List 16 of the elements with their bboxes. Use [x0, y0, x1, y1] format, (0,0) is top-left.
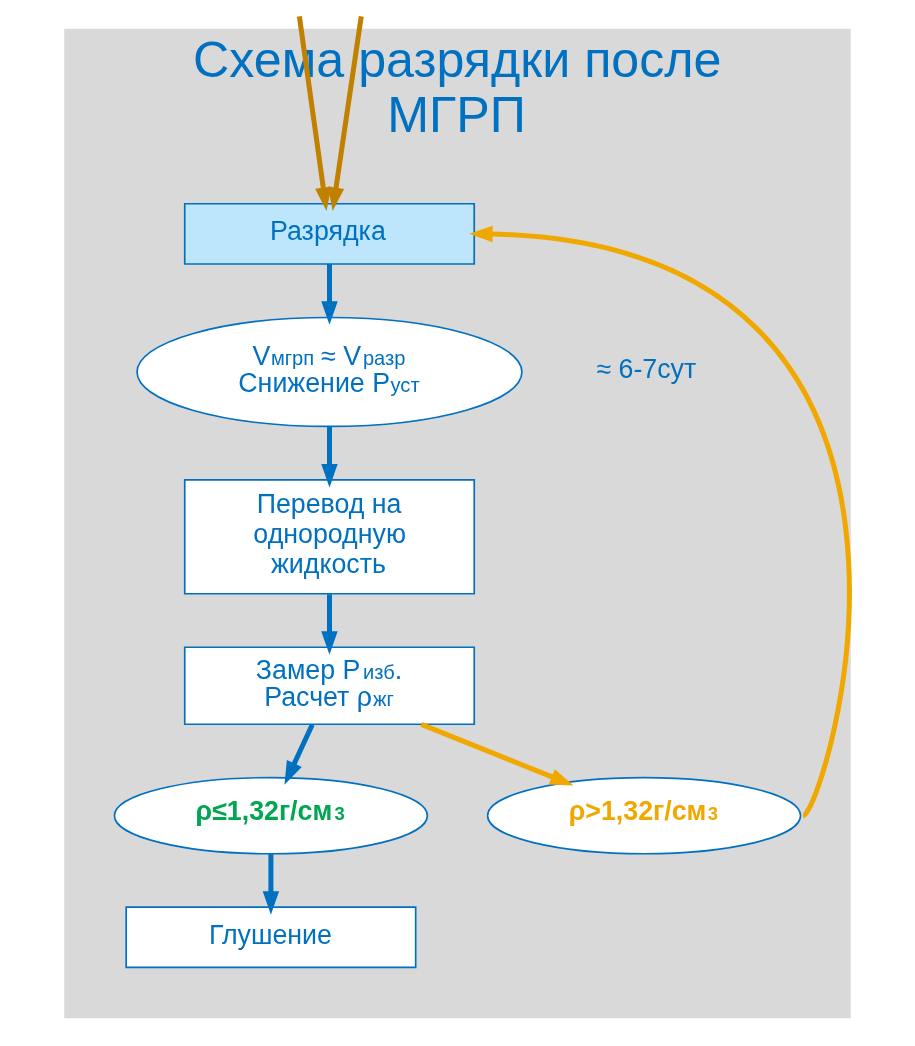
- arrow: [284, 723, 315, 785]
- node-box: Разрядка: [183, 202, 476, 265]
- arrow: [262, 854, 280, 915]
- arrow: [420, 722, 574, 786]
- arrow: [469, 225, 852, 818]
- arrow: [321, 264, 338, 325]
- arrow: [296, 16, 345, 211]
- node-ellipse: Vмгрп ≈ Vразр Снижение Руст: [136, 316, 523, 428]
- arrow: [315, 16, 364, 211]
- node-ellipse: ρ≤1,32г/см3: [113, 776, 429, 855]
- node-box: Перевод на однородную жидкость: [183, 479, 476, 595]
- node-box: Глушение: [125, 906, 417, 969]
- arrow: [321, 426, 338, 488]
- arrow: [321, 594, 338, 655]
- node-label: ≈ 6-7сут: [596, 354, 697, 385]
- node-ellipse: ρ>1,32г/см3: [486, 776, 802, 855]
